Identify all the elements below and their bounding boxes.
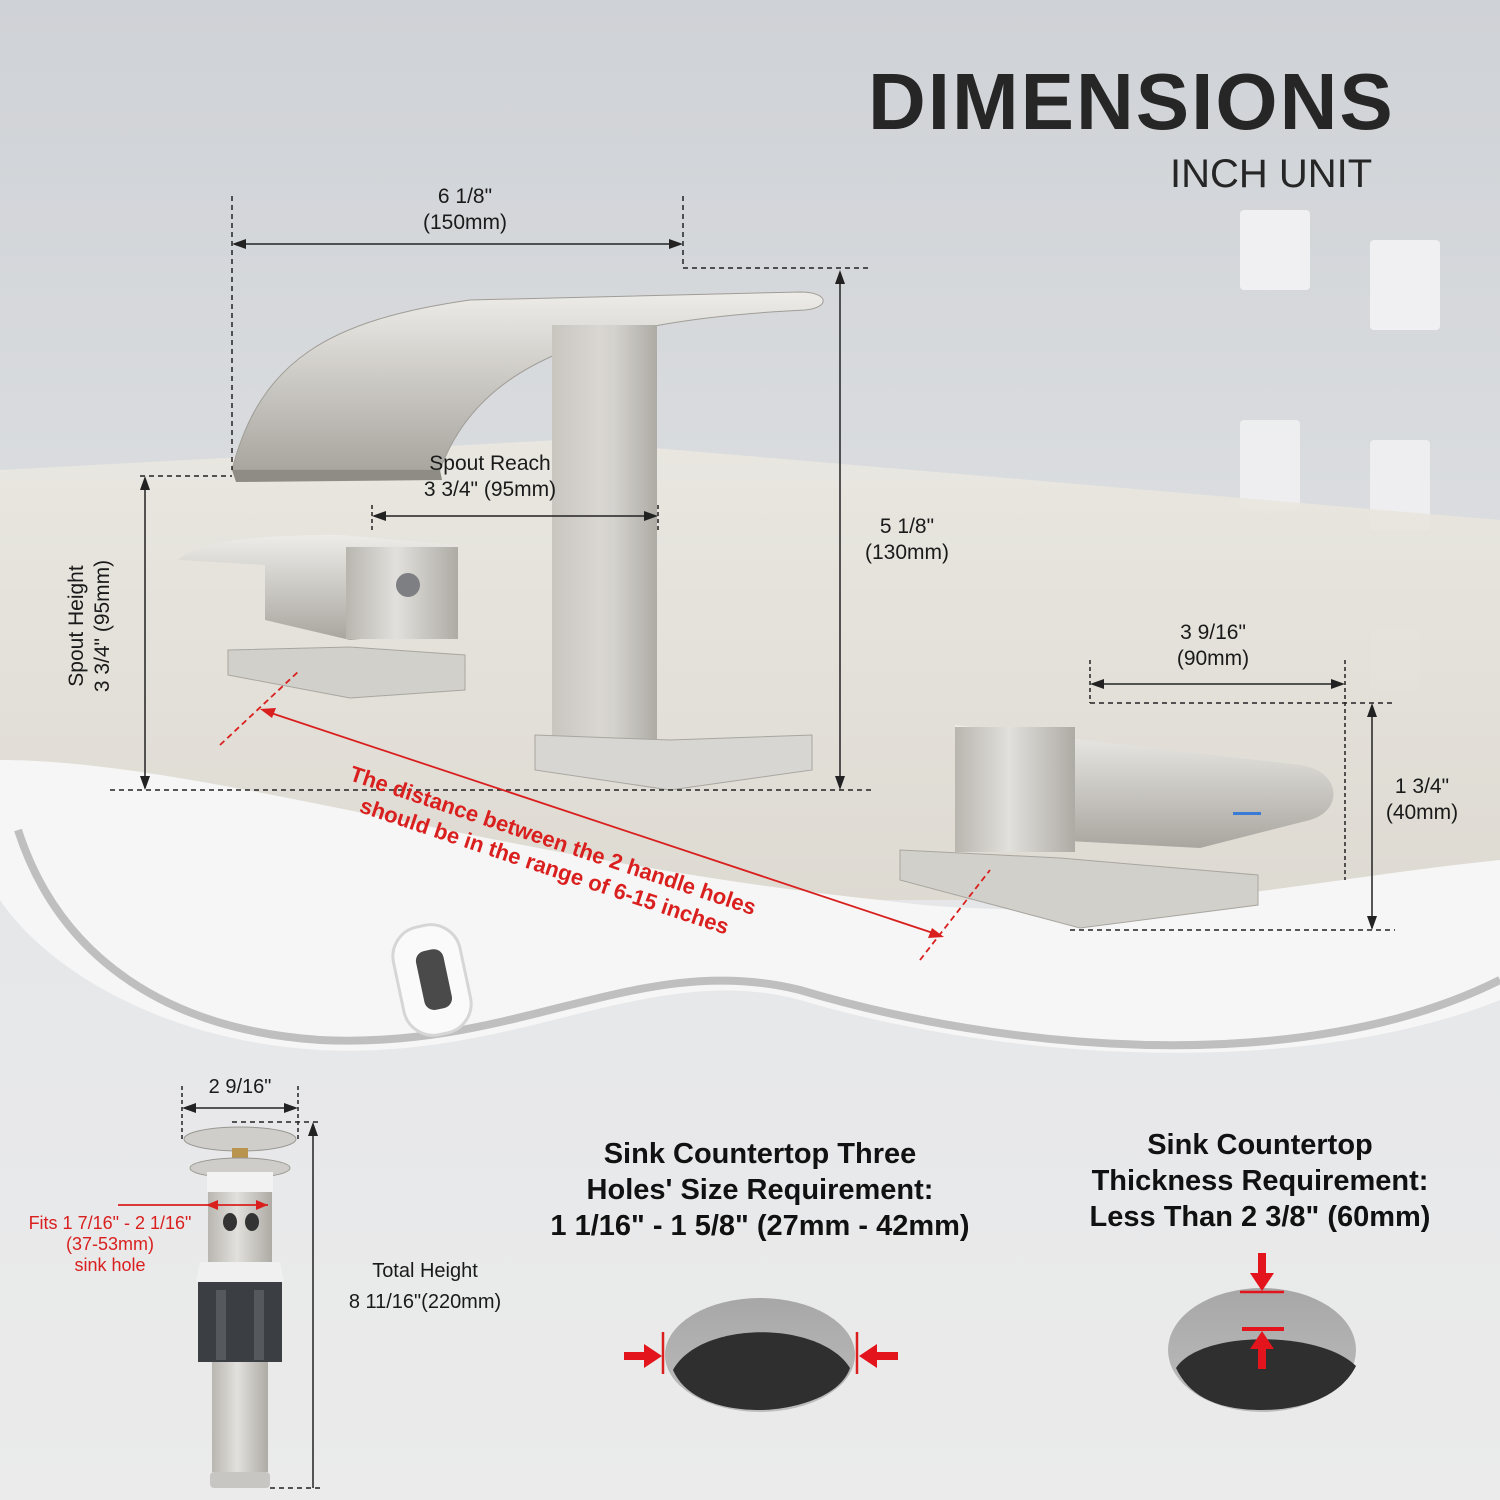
faucet-height-mm: (130mm) (864, 541, 949, 564)
drain-fit-note: Fits 1 7/16" - 2 1/16" (37-53mm) sink ho… (10, 1213, 210, 1276)
spout-length-mm: (150mm) (422, 211, 507, 234)
spout-reach-label: Spout Reach 3 3/4" (95mm) (400, 451, 580, 503)
spout-reach-value: 3 3/4" (95mm) (423, 478, 557, 501)
hole-size-requirement: Sink Countertop Three Holes' Size Requir… (520, 1136, 1000, 1244)
drain-total-height-value: 8 11/16"(220mm) (348, 1291, 502, 1313)
drain-diameter-label: 2 9/16" (208, 1076, 272, 1098)
drain-fit-line3: sink hole (74, 1255, 146, 1275)
drain-fit-line1: Fits 1 7/16" - 2 1/16" (28, 1213, 192, 1233)
spout-height-value: 3 3/4" (95mm) (91, 559, 114, 693)
hole-size-graphic (624, 1298, 898, 1412)
handle-length-label: 3 9/16" (90mm) (1158, 620, 1268, 672)
spout-reach-title: Spout Reach (429, 452, 551, 475)
thickness-requirement: Sink Countertop Thickness Requirement: L… (1050, 1127, 1470, 1235)
handle-length-inch: 3 9/16" (1180, 621, 1246, 644)
thickness-graphic (1168, 1253, 1356, 1412)
spout-height-label: Spout Height 3 3/4" (95mm) (64, 526, 116, 726)
hole-size-line2: Holes' Size Requirement: (586, 1174, 934, 1206)
handle-height-mm: (40mm) (1385, 801, 1459, 824)
drain-total-height-title: Total Height (372, 1260, 478, 1282)
unit-subtitle: INCH UNIT (1170, 152, 1373, 196)
handle-length-mm: (90mm) (1176, 647, 1250, 670)
thickness-line3: Less Than 2 3/8" (60mm) (1089, 1201, 1431, 1233)
spout-length-label: 6 1/8" (150mm) (410, 184, 520, 236)
handle-height-inch: 1 3/4" (1394, 775, 1450, 798)
thickness-line2: Thickness Requirement: (1091, 1165, 1429, 1197)
faucet-height-label: 5 1/8" (130mm) (852, 514, 962, 566)
drain-total-height-label: Total Height 8 11/16"(220mm) (330, 1256, 520, 1318)
hole-size-line3: 1 1/16" - 1 5/8" (27mm - 42mm) (550, 1210, 970, 1242)
page-title: DIMENSIONS (868, 57, 1395, 146)
spout-height-title: Spout Height (65, 565, 88, 687)
faucet-height-inch: 5 1/8" (879, 515, 935, 538)
hole-size-line1: Sink Countertop Three (603, 1138, 917, 1170)
drain-illustration (183, 1126, 297, 1488)
handle-height-label: 1 3/4" (40mm) (1374, 774, 1470, 826)
spout-length-inch: 6 1/8" (437, 185, 493, 208)
thickness-line1: Sink Countertop (1147, 1129, 1373, 1161)
drain-fit-line2: (37-53mm) (65, 1234, 154, 1254)
